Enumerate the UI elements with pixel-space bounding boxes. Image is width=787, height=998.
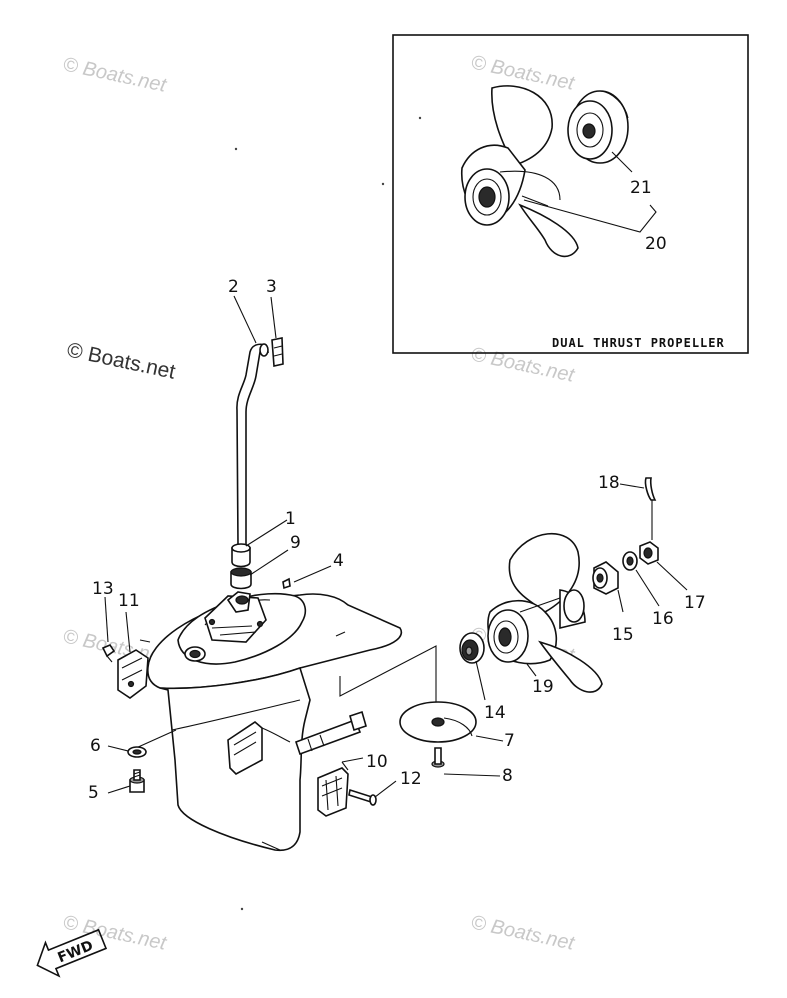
- inset-hub-21: [567, 90, 629, 164]
- trim-disc-7: [399, 701, 477, 743]
- inset-propeller-20: [460, 85, 579, 258]
- alignment-line-top: [335, 631, 346, 637]
- bolt-13: [101, 644, 116, 663]
- scan-dot: [234, 147, 238, 151]
- label-9: 9: [290, 533, 301, 553]
- alignment-line-11: [139, 639, 151, 643]
- label-12: 12: [400, 769, 422, 789]
- label-20: 20: [645, 234, 667, 254]
- clip-3: [271, 337, 284, 367]
- leader-20: [523, 199, 657, 233]
- nut-17: [639, 541, 659, 565]
- cotter-pin-18: [644, 477, 657, 540]
- screw-12: [348, 788, 377, 806]
- label-16: 16: [652, 609, 674, 629]
- washer-16: [622, 551, 638, 571]
- watermark-top-left: © Boats.net: [61, 53, 169, 97]
- label-19: 19: [532, 677, 554, 697]
- washer-6: [127, 746, 147, 758]
- anode-11: [117, 649, 149, 699]
- label-2: 2: [228, 277, 239, 297]
- watermark-bottom-right: © Boats.net: [469, 911, 577, 955]
- pin-4: [282, 577, 291, 590]
- label-14: 14: [484, 703, 506, 723]
- seal-9: [230, 567, 252, 590]
- bolt-8: [431, 747, 445, 768]
- watermark-dark: © Boats.net: [65, 338, 178, 383]
- inset-caption: DUAL THRUST PROPELLER: [552, 336, 725, 350]
- label-18: 18: [598, 473, 620, 493]
- thrust-washer-14: [459, 632, 485, 664]
- spacer-15: [592, 561, 619, 595]
- bolt-5: [129, 769, 145, 793]
- lower-casing: [147, 591, 403, 852]
- callout-labels: 2 3 1 9 4 13 11 6 5 10 12 14 7 8 19 18 1…: [88, 277, 706, 803]
- anode-10: [317, 767, 349, 817]
- label-11: 11: [118, 591, 140, 611]
- alignment-line-7: [339, 645, 437, 712]
- label-15: 15: [612, 625, 634, 645]
- label-5: 5: [88, 783, 99, 803]
- alignment-line-6: [135, 729, 177, 749]
- label-17: 17: [684, 593, 706, 613]
- inset-box: 21 20 DUAL THRUST PROPELLER: [392, 34, 749, 354]
- scan-dot: [240, 907, 244, 911]
- label-6: 6: [90, 736, 101, 756]
- bushing-1: [231, 543, 251, 568]
- label-1: 1: [285, 509, 296, 529]
- propeller-19: [487, 532, 603, 693]
- label-13: 13: [92, 579, 114, 599]
- label-4: 4: [333, 551, 344, 571]
- label-21: 21: [630, 178, 652, 198]
- label-8: 8: [502, 766, 513, 786]
- label-10: 10: [366, 752, 388, 772]
- scan-dot: [418, 116, 422, 120]
- label-7: 7: [504, 731, 515, 751]
- scan-dot: [381, 182, 385, 186]
- shift-rod-2: [236, 343, 270, 546]
- label-3: 3: [266, 277, 277, 297]
- leader-21: [611, 151, 633, 173]
- inset-frame: [392, 34, 749, 354]
- fwd-text: FWD: [56, 938, 96, 967]
- leader-lines: [104, 295, 688, 798]
